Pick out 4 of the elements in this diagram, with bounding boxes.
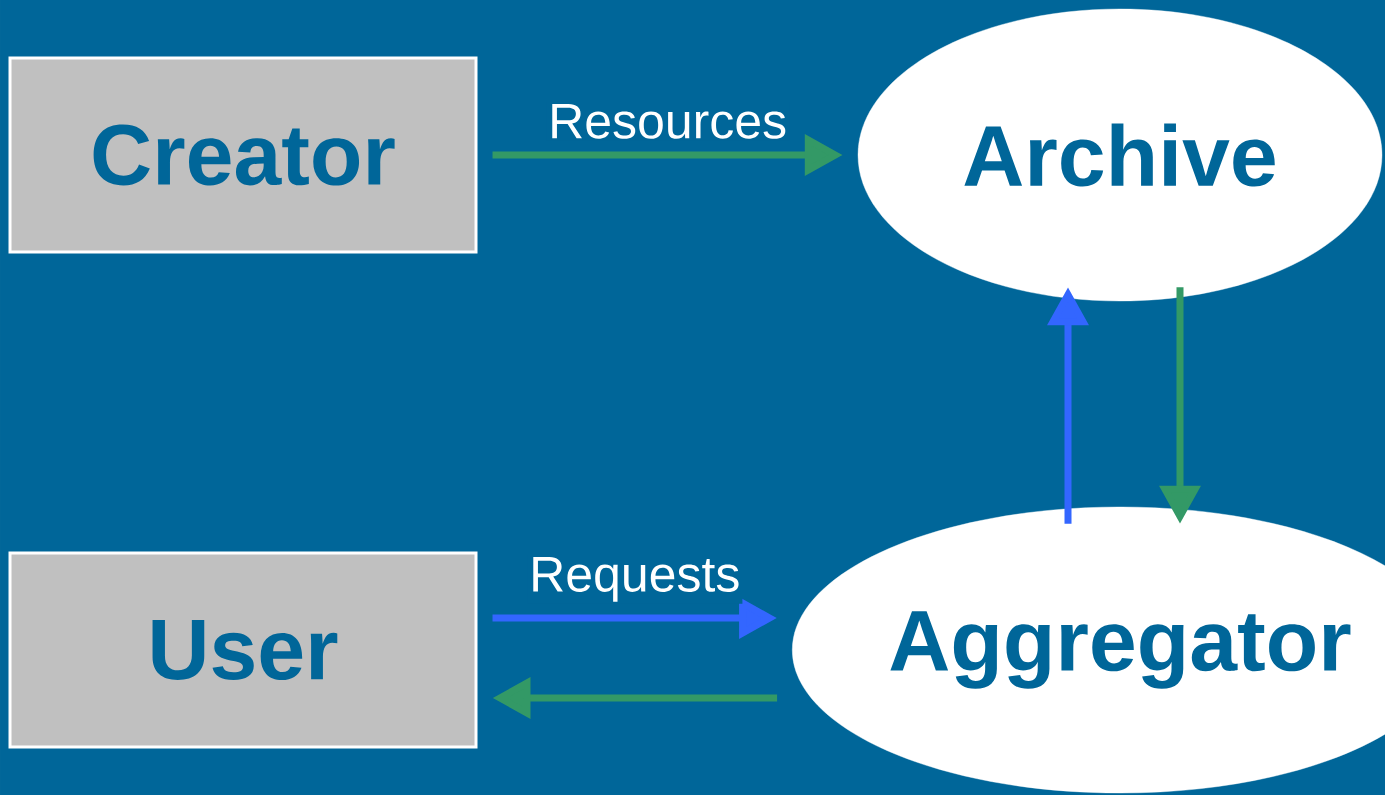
edge-label: Resources xyxy=(546,101,790,141)
actor-box: User xyxy=(8,551,478,749)
actor-box: Creator xyxy=(8,56,478,254)
edge-label: Requests xyxy=(527,555,743,604)
